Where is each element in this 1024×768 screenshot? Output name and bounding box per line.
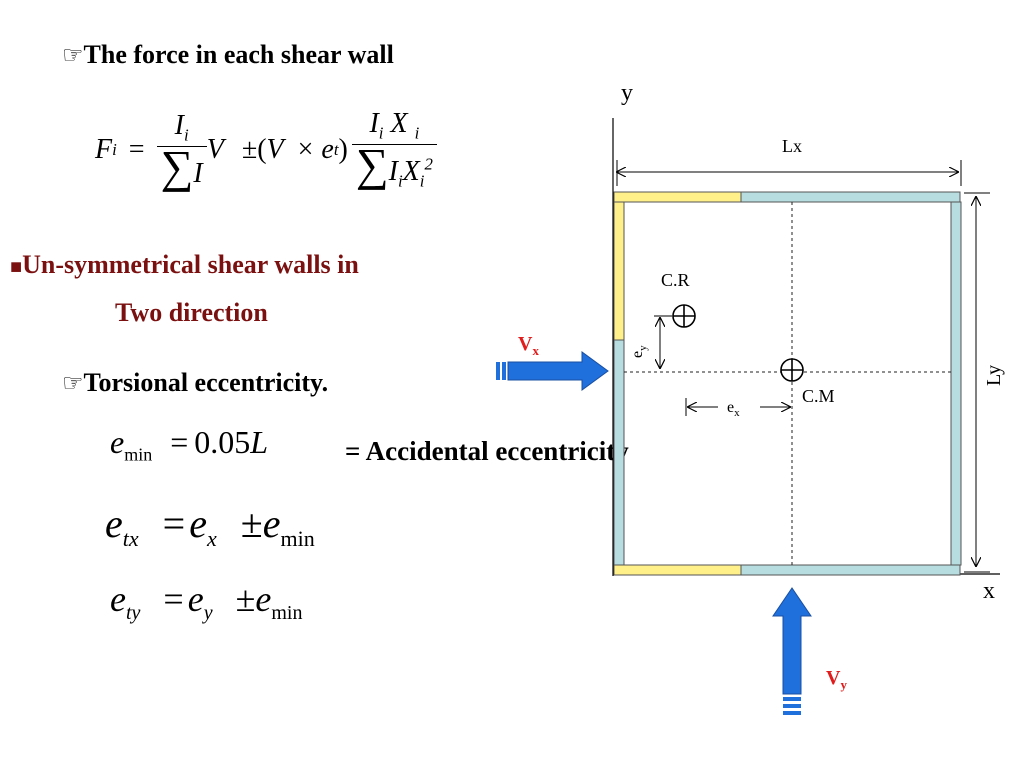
bottom-wall-yellow [613, 564, 742, 576]
heading-torsional-eccentricity: ☞Torsional eccentricity. [62, 368, 329, 397]
top-wall-blue [740, 191, 961, 203]
heading-unsymmetrical: ■Un-symmetrical shear walls in [10, 250, 359, 279]
svg-text:ey: ey [629, 345, 649, 358]
fraction-Ii-over-sumI: Ii ∑I [156, 110, 207, 190]
right-wall-blue [950, 201, 962, 566]
center-of-mass-icon [780, 358, 804, 382]
ly-label: Ly [983, 365, 1005, 386]
axis-x-label: x [983, 578, 995, 604]
vy-label: Vy [826, 667, 847, 692]
vy-force-arrow-icon [772, 587, 812, 715]
vx-label: Vx [518, 333, 539, 358]
hand-pointer-icon: ☞ [62, 43, 84, 69]
cm-label: C.M [802, 386, 835, 406]
hand-pointer-icon: ☞ [62, 371, 84, 397]
heading-force-each-wall: ☞The force in each shear wall [62, 40, 394, 69]
top-wall-yellow [613, 191, 742, 203]
lx-label: Lx [782, 136, 802, 156]
bottom-wall-blue [740, 564, 961, 576]
axis-y-label: y [621, 80, 633, 106]
ety-formula: ety =ey ±emin [110, 579, 303, 625]
left-wall-yellow [613, 201, 625, 341]
fraction-IiXi-over-sumIiXi2: Ii X i ∑IiXi2 [351, 108, 437, 191]
accidental-eccentricity-label: = Accidental eccentricity [345, 436, 629, 466]
center-of-rigidity-icon [672, 304, 696, 328]
heading-two-direction: Two direction [115, 298, 268, 327]
ex-label: ex [727, 399, 740, 419]
ey-label: ey [629, 345, 649, 358]
cr-label: C.R [661, 270, 690, 290]
etx-formula: etx =ex ±emin [105, 501, 315, 551]
square-bullet-icon: ■ [10, 256, 23, 278]
vx-force-arrow-icon [496, 351, 609, 391]
left-wall-blue [613, 339, 625, 566]
emin-formula: emin =0.05L [110, 424, 269, 465]
